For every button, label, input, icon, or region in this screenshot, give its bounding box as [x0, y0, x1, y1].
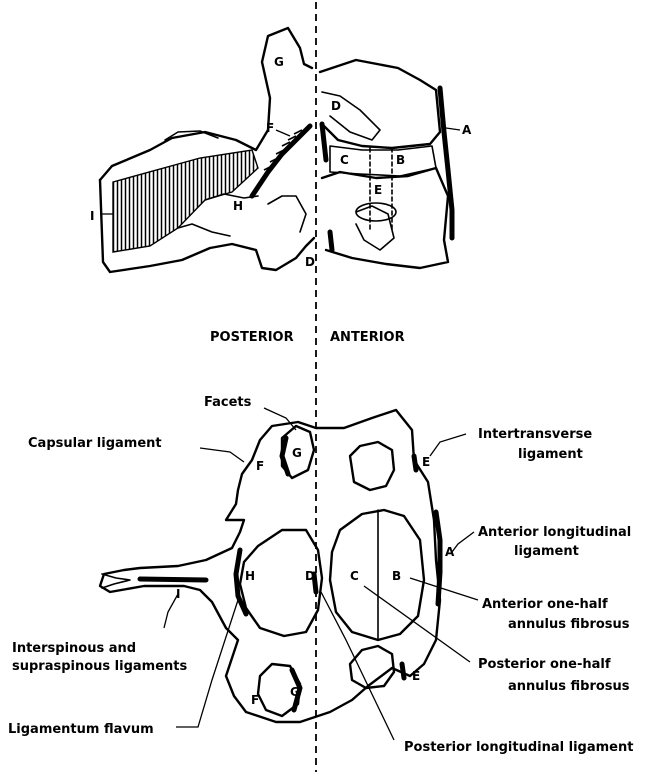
lateral-view: G D F A C B E H I D: [90, 28, 472, 272]
lateral-posterior-longitudinal-ligament-bottom: [330, 232, 332, 250]
lateral-label-G: G: [274, 55, 284, 69]
lateral-label-E: E: [374, 183, 382, 197]
axial-label-G-top: G: [292, 446, 302, 460]
axial-label-G-bottom: G: [290, 685, 300, 699]
lateral-label-A: A: [462, 123, 472, 137]
lateral-label-C: C: [340, 153, 349, 167]
leader-facets: [264, 408, 296, 430]
axial-label-C: C: [350, 569, 359, 583]
lateral-ligamentum-flavum: [252, 126, 310, 196]
axial-label-B: B: [392, 569, 401, 583]
label-intertransverse-1: Intertransverse: [478, 427, 592, 442]
lateral-label-I: I: [90, 209, 94, 223]
lateral-pedicle: [268, 196, 306, 232]
axial-disc-body: [330, 510, 424, 640]
lateral-vertebral-body-lower: [322, 168, 448, 268]
leader-lateral-F: [276, 130, 290, 136]
lateral-label-F: F: [266, 121, 274, 135]
label-posterior-longitudinal: Posterior longitudinal ligament: [404, 740, 633, 755]
axial-label-I: I: [176, 587, 180, 601]
label-posterior-annulus-2: annulus fibrosus: [508, 679, 630, 694]
axial-label-F-top: F: [256, 459, 264, 473]
lateral-label-B: B: [396, 153, 405, 167]
axial-interspinous-ligament: [140, 579, 206, 580]
lateral-label-D-bottom: D: [305, 255, 315, 269]
label-interspinous-2: supraspinous ligaments: [12, 659, 188, 674]
leader-lateral-A: [446, 128, 460, 130]
axial-label-E-bottom: E: [412, 669, 420, 683]
axial-foramen-upper: [350, 442, 394, 490]
axial-label-A: A: [445, 545, 455, 559]
lateral-label-D-top: D: [331, 99, 341, 113]
anterior-label: ANTERIOR: [330, 330, 405, 345]
label-anterior-longitudinal-1: Anterior longitudinal: [478, 525, 631, 540]
axial-intertransverse-ligament-upper: [414, 456, 416, 470]
leader-capsular: [200, 448, 244, 462]
axial-view: G F E A H D C B I E F G Facets Capsular …: [8, 395, 633, 755]
leader-posterior-annulus: [364, 586, 470, 662]
axial-label-E-top: E: [422, 455, 430, 469]
axial-spinous-cleft: [102, 574, 130, 588]
axial-intertransverse-ligament-lower: [402, 664, 404, 678]
lateral-label-H: H: [233, 199, 243, 213]
lateral-spinous-process-low: [178, 224, 230, 236]
axial-vertebra-outline: [100, 410, 440, 722]
axial-label-H: H: [245, 569, 255, 583]
lateral-posterior-longitudinal-ligament-top: [322, 124, 326, 160]
label-interspinous-1: Interspinous and: [12, 641, 136, 656]
lateral-capsule-hatching: [264, 130, 302, 170]
leader-intertransverse: [430, 434, 466, 456]
label-anterior-annulus-1: Anterior one-half: [482, 597, 608, 612]
label-intertransverse-2: ligament: [518, 447, 583, 462]
label-anterior-longitudinal-2: ligament: [514, 544, 579, 559]
axial-label-D: D: [305, 569, 315, 583]
label-ligamentum-flavum: Ligamentum flavum: [8, 722, 154, 737]
label-anterior-annulus-2: annulus fibrosus: [508, 617, 630, 632]
label-capsular-ligament: Capsular ligament: [28, 436, 162, 451]
posterior-label: POSTERIOR: [210, 330, 294, 345]
lateral-inferior-facet: [356, 206, 394, 250]
axial-label-F-bottom: F: [251, 693, 259, 707]
leader-anterior-longitudinal: [452, 532, 474, 552]
lateral-foramen: [356, 203, 396, 221]
label-facets: Facets: [204, 395, 252, 410]
axial-spinal-canal: [240, 530, 322, 636]
label-posterior-annulus-1: Posterior one-half: [478, 657, 611, 672]
leader-posterior-longitudinal: [320, 590, 394, 740]
